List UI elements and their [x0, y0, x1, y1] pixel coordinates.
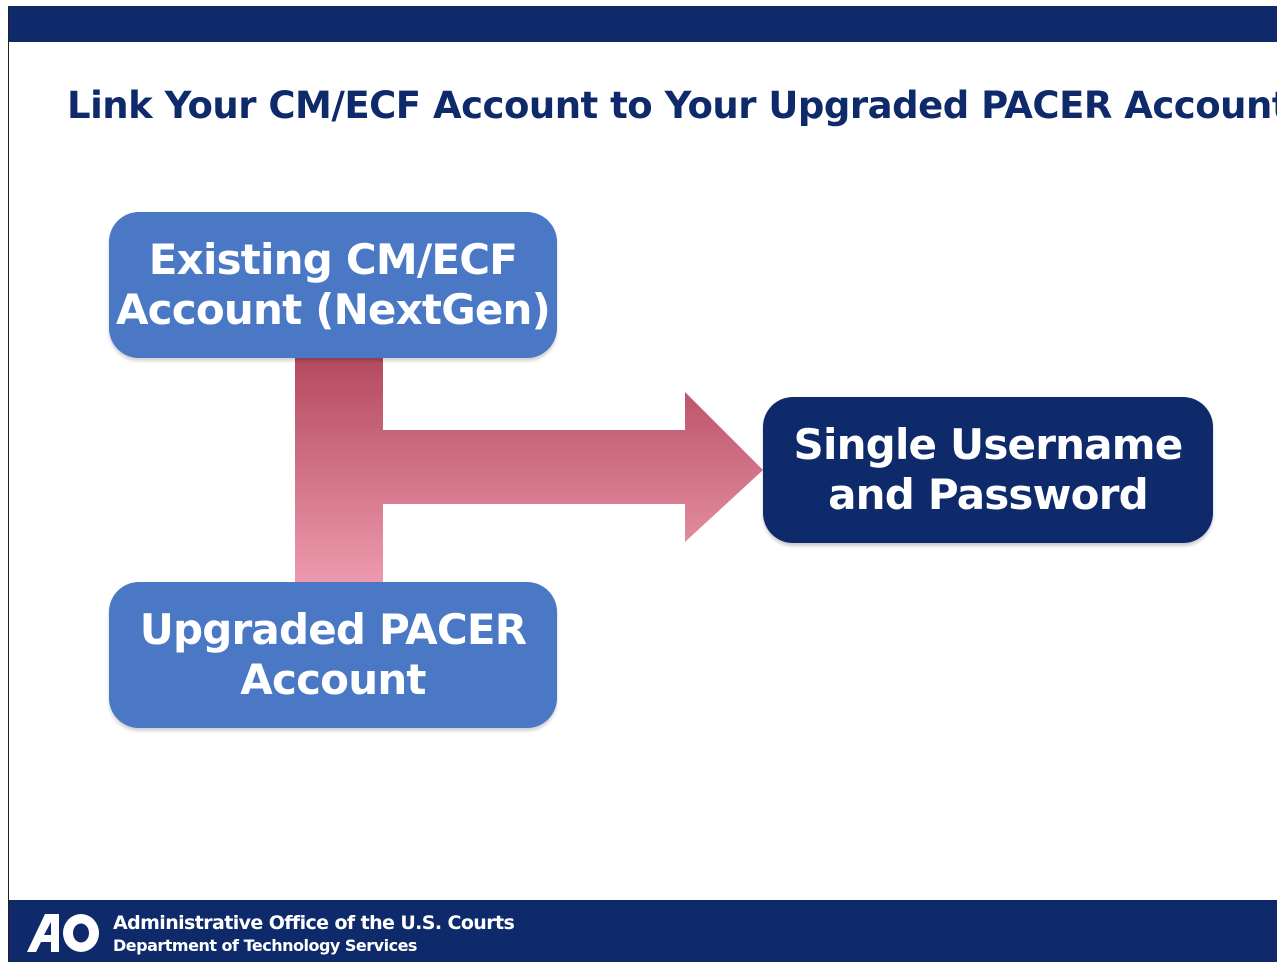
node-single-username-password: Single Username and Password [763, 397, 1213, 543]
merge-arrow-shape [295, 354, 763, 584]
node-label-line: Upgraded PACER [139, 604, 527, 654]
slide-title: Link Your CM/ECF Account to Your Upgrade… [67, 84, 1277, 127]
footer-org-name: Administrative Office of the U.S. Courts [113, 912, 515, 934]
node-label-line: Single Username [793, 419, 1184, 469]
node-existing-cmecf-account: Existing CM/ECF Account (NextGen) [109, 212, 557, 358]
top-banner [9, 6, 1277, 42]
ao-logo-icon [27, 914, 99, 952]
node-label-line: Existing CM/ECF [148, 234, 518, 284]
node-upgraded-pacer-account: Upgraded PACER Account [109, 582, 557, 728]
node-label-line: and Password [828, 470, 1149, 519]
slide: Link Your CM/ECF Account to Your Upgrade… [8, 6, 1277, 962]
footer-department: Department of Technology Services [113, 936, 417, 955]
node-label-line: Account [240, 655, 426, 704]
merge-arrow-icon [295, 354, 763, 584]
footer-bar: Administrative Office of the U.S. Courts… [9, 900, 1277, 962]
footer-text-block: Administrative Office of the U.S. Courts… [113, 911, 515, 957]
node-label-line: Account (NextGen) [115, 285, 551, 334]
